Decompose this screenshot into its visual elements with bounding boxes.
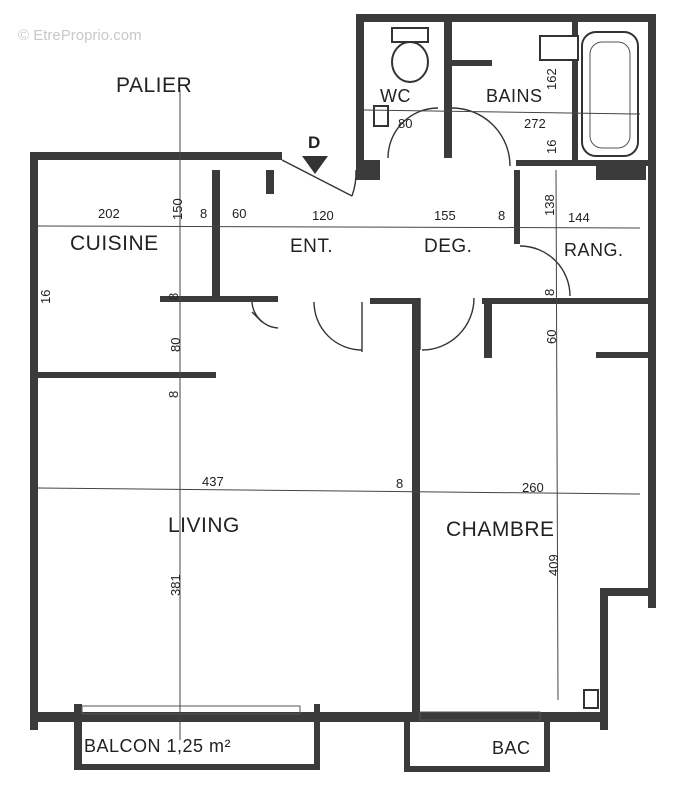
toilet-icon (391, 41, 429, 83)
interior-walls (38, 22, 648, 712)
dim-deg-width: 155 (434, 208, 456, 223)
radiator-icon (583, 689, 599, 709)
dim-placard-60: 60 (232, 206, 246, 221)
watermark: © EtreProprio.com (18, 27, 142, 44)
room-ent: ENT. (290, 236, 333, 257)
room-wc: WC (380, 86, 411, 106)
entry-marker: D (302, 133, 328, 174)
dim-living-width: 437 (202, 474, 224, 489)
dim-wall-8-e: 8 (166, 391, 181, 398)
balconies (74, 689, 599, 772)
dim-bains-16: 16 (544, 140, 559, 154)
dim-ent-width: 120 (312, 208, 334, 223)
room-cuisine: CUISINE (70, 232, 159, 255)
dim-rang-depth: 138 (542, 194, 557, 216)
room-bains: BAINS (486, 86, 543, 106)
room-palier: PALIER (116, 74, 192, 97)
toilet-tank-icon (391, 27, 429, 43)
dim-wall-8-f: 8 (396, 476, 403, 491)
dim-wall-8-b: 8 (498, 208, 505, 223)
dim-kitchen-side-16: 16 (38, 290, 53, 304)
room-rang: RANG. (564, 240, 624, 260)
room-labels: PALIER WC BAINS CUISINE ENT. DEG. RANG. … (70, 74, 624, 758)
dim-wall-8-a: 8 (200, 206, 207, 221)
room-living: LIVING (168, 514, 240, 537)
dim-cuisine-depth: 150 (170, 198, 185, 220)
dim-wall-8-d: 8 (542, 289, 557, 296)
room-chambre: CHAMBRE (446, 518, 555, 541)
fixtures (373, 27, 639, 157)
dim-cuisine-width: 202 (98, 206, 120, 221)
dim-bains-162: 162 (544, 68, 559, 90)
dimension-labels: 202 150 8 60 120 155 8 138 144 80 162 27… (38, 68, 590, 596)
dim-living-depth: 381 (168, 574, 183, 596)
dim-chambre-width: 260 (522, 480, 544, 495)
dim-rang-width: 144 (568, 210, 590, 225)
room-bac: BAC (492, 738, 531, 758)
dim-bains-272: 272 (524, 116, 546, 131)
bathroom-sink-icon (539, 35, 579, 61)
room-deg: DEG. (424, 236, 472, 257)
bathtub-icon (581, 31, 639, 157)
wc-sink-icon (373, 105, 389, 127)
room-balcon: BALCON 1,25 m² (84, 736, 231, 756)
dim-wc-door: 80 (398, 116, 412, 131)
doors (251, 107, 571, 352)
dim-wall-8-c: 8 (166, 293, 181, 300)
dim-kitchen-80: 80 (168, 338, 183, 352)
dimension-lines (37, 90, 641, 740)
dim-chambre-placard-60: 60 (544, 330, 559, 344)
dim-chambre-depth: 409 (546, 554, 561, 576)
entry-marker-label: D (308, 133, 321, 152)
